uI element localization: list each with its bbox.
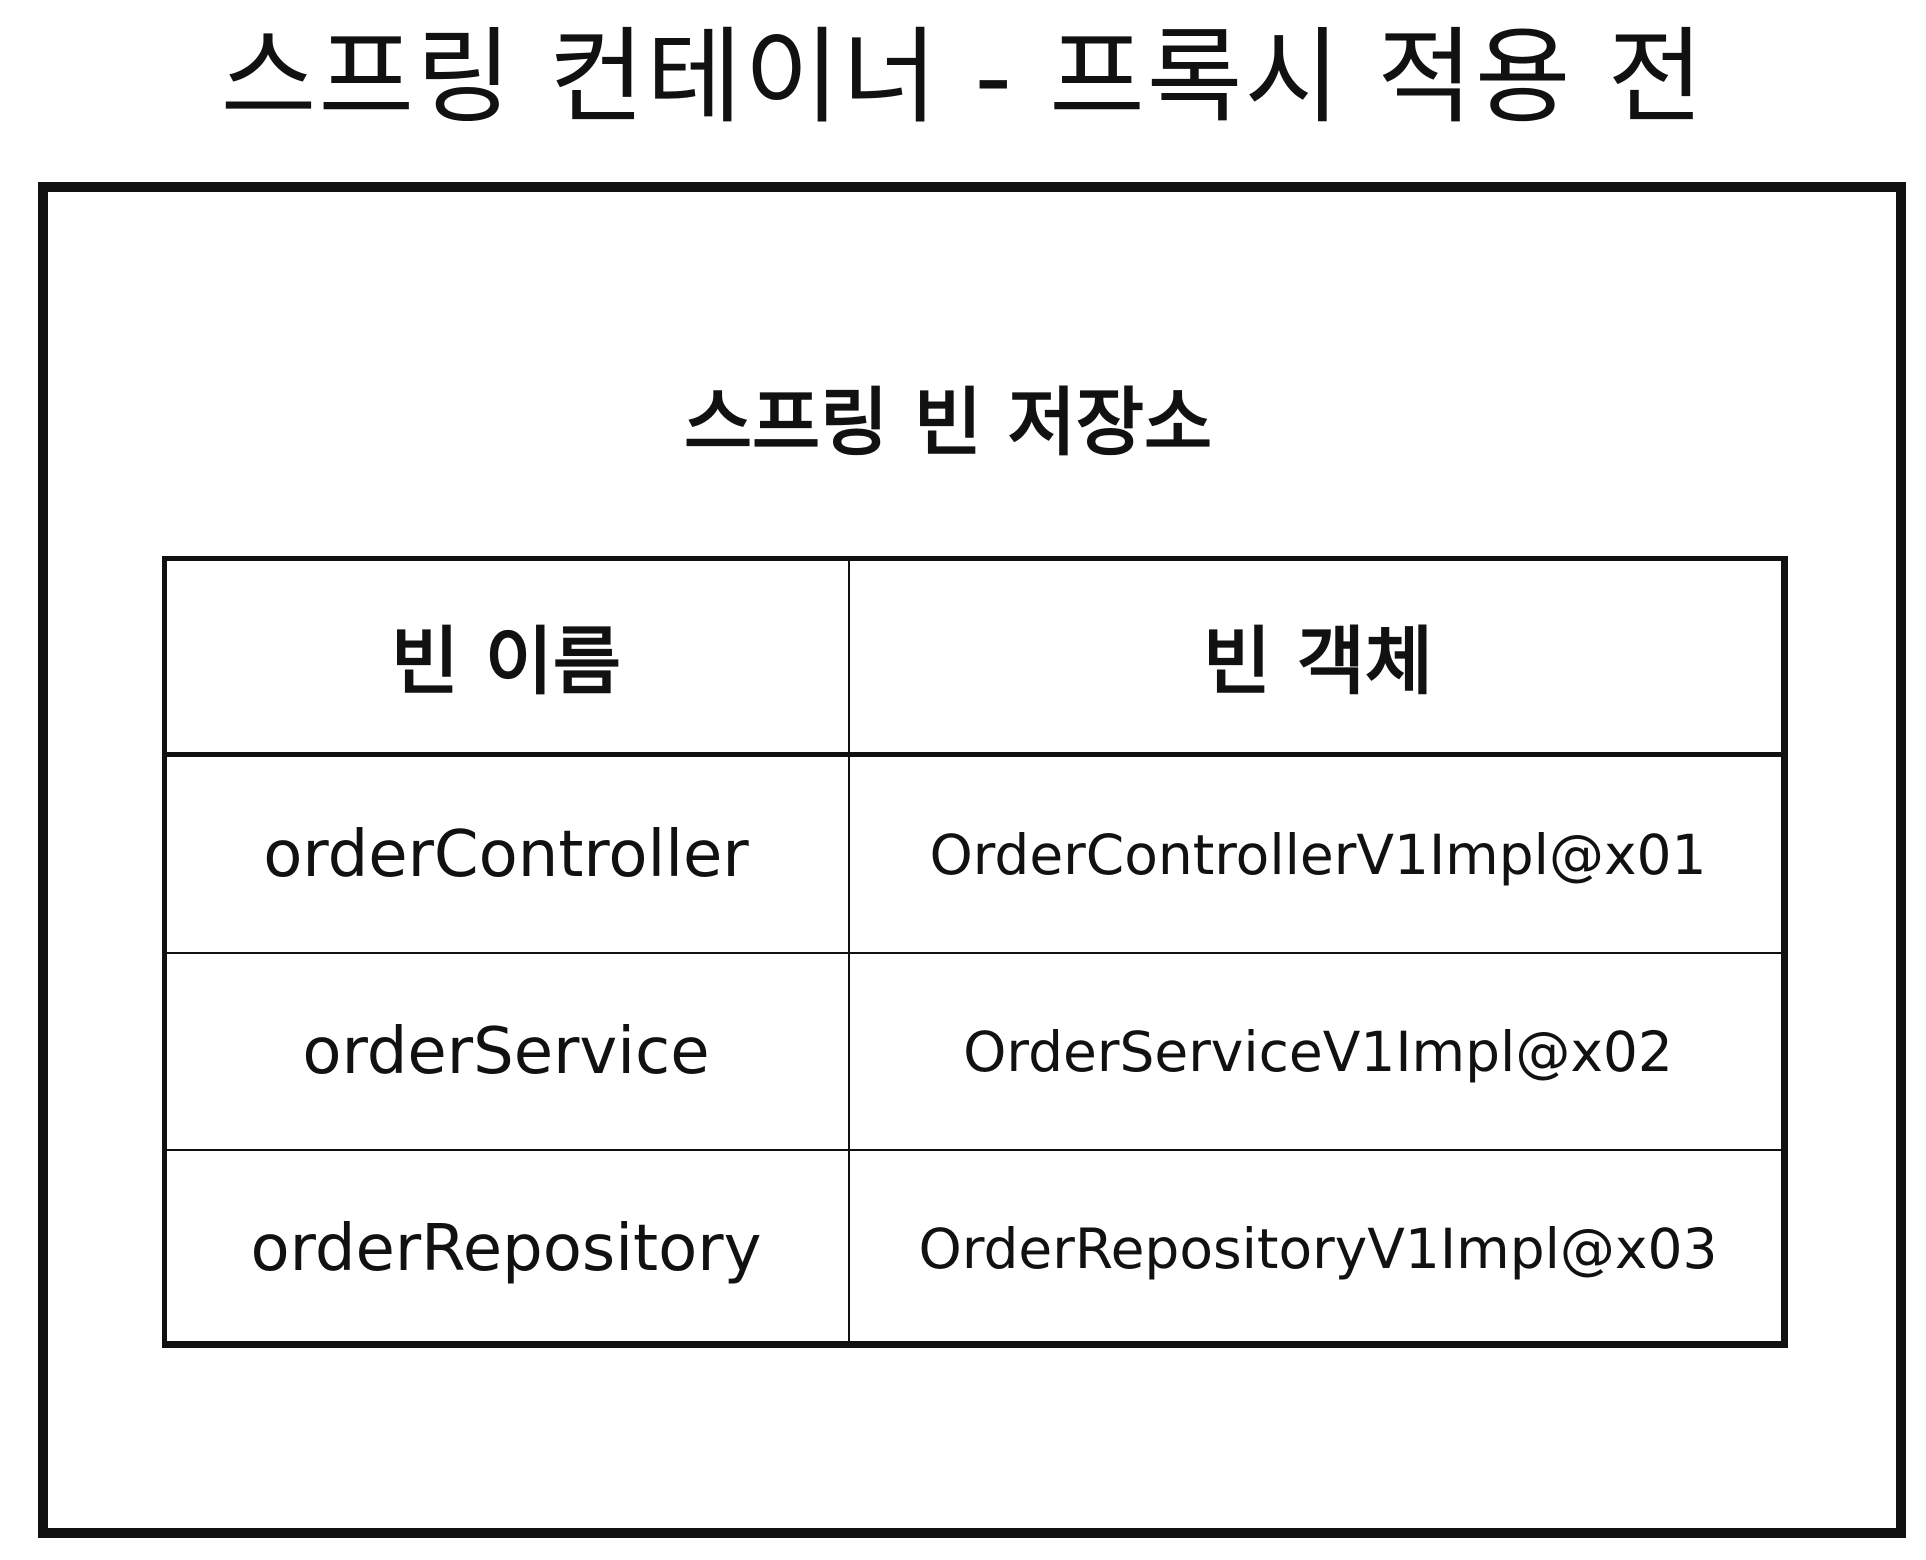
table-row: orderService OrderServiceV1Impl@x02 [162, 952, 1788, 1151]
column-header-bean-object: 빈 객체 [848, 556, 1788, 757]
bean-name-cell: orderController [162, 753, 850, 954]
table-row: orderRepository OrderRepositoryV1Impl@x0… [162, 1149, 1788, 1348]
bean-object-cell: OrderServiceV1Impl@x02 [848, 952, 1788, 1151]
bean-object-cell: OrderRepositoryV1Impl@x03 [848, 1149, 1788, 1348]
bean-repository-title: 스프링 빈 저장소 [683, 380, 1213, 466]
diagram-title: 스프링 컨테이너 - 프록시 적용 전 [220, 16, 1706, 138]
bean-name-cell: orderService [162, 952, 850, 1151]
column-header-bean-name: 빈 이름 [162, 556, 850, 757]
bean-name-cell: orderRepository [162, 1149, 850, 1348]
table-header-row: 빈 이름 빈 객체 [162, 556, 1788, 757]
bean-table: 빈 이름 빈 객체 orderController OrderControlle… [162, 556, 1788, 1348]
spring-container-box [38, 182, 1906, 1538]
table-row: orderController OrderControllerV1Impl@x0… [162, 753, 1788, 954]
bean-object-cell: OrderControllerV1Impl@x01 [848, 753, 1788, 954]
